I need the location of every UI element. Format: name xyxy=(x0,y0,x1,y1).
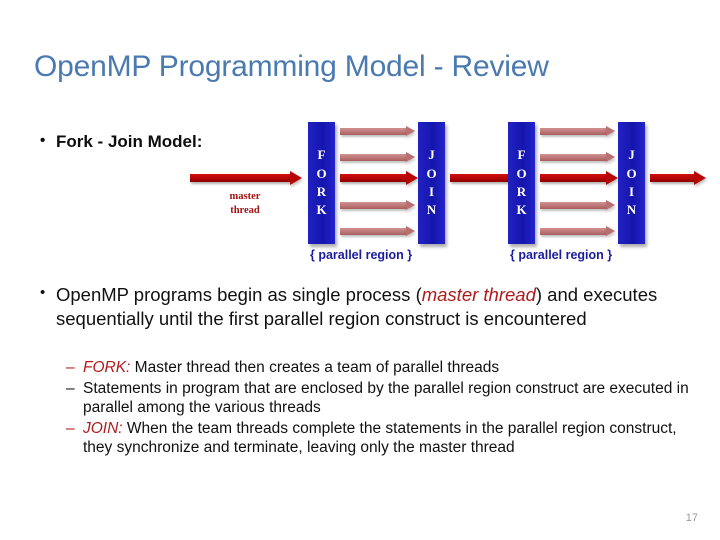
sub-bullet-statements-text: Statements in program that are enclosed … xyxy=(83,379,691,418)
dash-icon: – xyxy=(66,359,75,376)
fork-bar-1-letter-3: K xyxy=(316,202,327,218)
parallel-region-label-2: { parallel region } xyxy=(510,248,613,262)
fork-bar-2-letter-0: F xyxy=(517,147,526,163)
bullet-dot-icon: • xyxy=(40,284,46,301)
sub-bullet-fork-text: FORK: Master thread then creates a team … xyxy=(83,358,691,378)
paragraph-part-1: OpenMP programs begin as single process … xyxy=(56,284,422,305)
fork-bar-1-letter-0: F xyxy=(317,147,326,163)
sub-bullet-fork: – FORK: Master thread then creates a tea… xyxy=(66,358,691,378)
parallel-region-label-1: { parallel region } xyxy=(310,248,413,262)
parallel-arrow-1-3-highlighted xyxy=(340,171,418,185)
dash-icon: – xyxy=(66,379,75,397)
join-bar-2-letter-1: O xyxy=(626,165,637,181)
sub-bullet-list: – FORK: Master thread then creates a tea… xyxy=(66,358,691,459)
fork-join-diagram: master thread F O R K J O I N { parallel… xyxy=(190,112,706,272)
parallel-arrow-2-3-highlighted xyxy=(540,171,618,185)
fork-bar-2: F O R K xyxy=(508,122,535,244)
fork-bar-1-letter-2: R xyxy=(316,184,327,199)
bullet-openmp-programs-text: OpenMP programs begin as single process … xyxy=(56,283,690,330)
master-thread-arrow-out xyxy=(650,171,706,185)
master-thread-arrow-in xyxy=(190,171,302,185)
master-thread-label-line2: thread xyxy=(230,205,260,217)
join-bar-1: J O I N xyxy=(418,122,445,244)
bullet-fork-join-label: Fork - Join Model: xyxy=(56,132,203,151)
sub-bullet-statements: – Statements in program that are enclose… xyxy=(66,379,691,418)
fork-bar-2-letter-2: R xyxy=(516,184,527,199)
fork-bar-1-letter-1: O xyxy=(316,165,327,181)
parallel-arrow-2-4 xyxy=(540,200,616,210)
master-thread-label: master thread xyxy=(202,190,288,218)
paragraph-part-2: ) and executes sequentially until the fi… xyxy=(56,284,658,329)
parallel-arrow-2-2 xyxy=(540,152,616,162)
sub-bullet-join-text: JOIN: When the team threads complete the… xyxy=(83,419,691,458)
parallel-arrow-1-2 xyxy=(340,152,416,162)
sub-bullet-statements-body: Statements in program that are enclosed … xyxy=(83,379,689,417)
join-bar-2: J O I N xyxy=(618,122,645,244)
join-bar-1-letter-1: O xyxy=(426,165,437,181)
join-bar-1-letter-3: N xyxy=(426,202,437,218)
dash-icon: – xyxy=(66,419,75,437)
join-bar-2-letter-2: I xyxy=(628,184,635,199)
master-thread-label-line1: master xyxy=(229,191,261,202)
parallel-arrow-2-1 xyxy=(540,126,616,136)
fork-bar-1: F O R K xyxy=(308,122,335,244)
parallel-arrow-2-5 xyxy=(540,226,616,236)
parallel-arrow-1-1 xyxy=(340,126,416,136)
sub-bullet-fork-keyword: FORK: xyxy=(83,359,131,376)
sub-bullet-fork-body: Master thread then creates a team of par… xyxy=(130,359,500,376)
join-bar-2-letter-3: N xyxy=(626,202,637,218)
join-bar-1-letter-2: I xyxy=(428,184,435,199)
fork-bar-2-letter-1: O xyxy=(516,165,527,181)
fork-bar-2-letter-3: K xyxy=(516,202,527,218)
paragraph-emphasis-master-thread: master thread xyxy=(421,284,536,305)
page-number: 17 xyxy=(685,512,698,524)
bullet-fork-join-model: • Fork - Join Model: xyxy=(40,131,290,153)
bullet-openmp-programs: • OpenMP programs begin as single proces… xyxy=(40,283,690,330)
join-bar-1-letter-0: J xyxy=(428,147,435,163)
page-title: OpenMP Programming Model - Review xyxy=(34,50,549,83)
parallel-arrow-1-5 xyxy=(340,226,416,236)
sub-bullet-join-body: When the team threads complete the state… xyxy=(83,419,677,457)
sub-bullet-join-keyword: JOIN: xyxy=(83,419,123,437)
join-bar-2-letter-0: J xyxy=(628,147,635,163)
sub-bullet-join: – JOIN: When the team threads complete t… xyxy=(66,419,691,458)
parallel-arrow-1-4 xyxy=(340,200,416,210)
bullet-dot-icon: • xyxy=(40,132,46,149)
